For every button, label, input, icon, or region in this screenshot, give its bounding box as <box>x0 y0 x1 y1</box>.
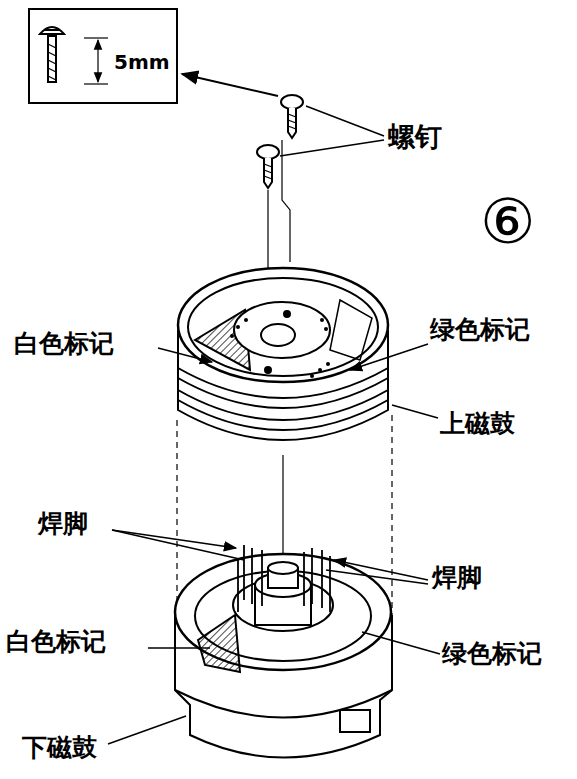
part-label: 焊脚 <box>432 564 482 592</box>
part-label: 螺钉 <box>388 122 442 152</box>
part-label: 绿色标记 <box>442 640 542 668</box>
callout-number: ⑥ <box>480 188 536 256</box>
part-label: 焊脚 <box>38 510 88 538</box>
part-label: 白色标记 <box>14 330 114 358</box>
inset-box: 5mm <box>28 8 178 104</box>
part-label: 绿色标记 <box>430 316 530 344</box>
part-label: 上磁鼓 <box>440 410 515 438</box>
dimension-label: 5mm <box>114 50 170 74</box>
part-label: 下磁鼓 <box>22 734 97 762</box>
part-label: 白色标记 <box>6 628 106 656</box>
